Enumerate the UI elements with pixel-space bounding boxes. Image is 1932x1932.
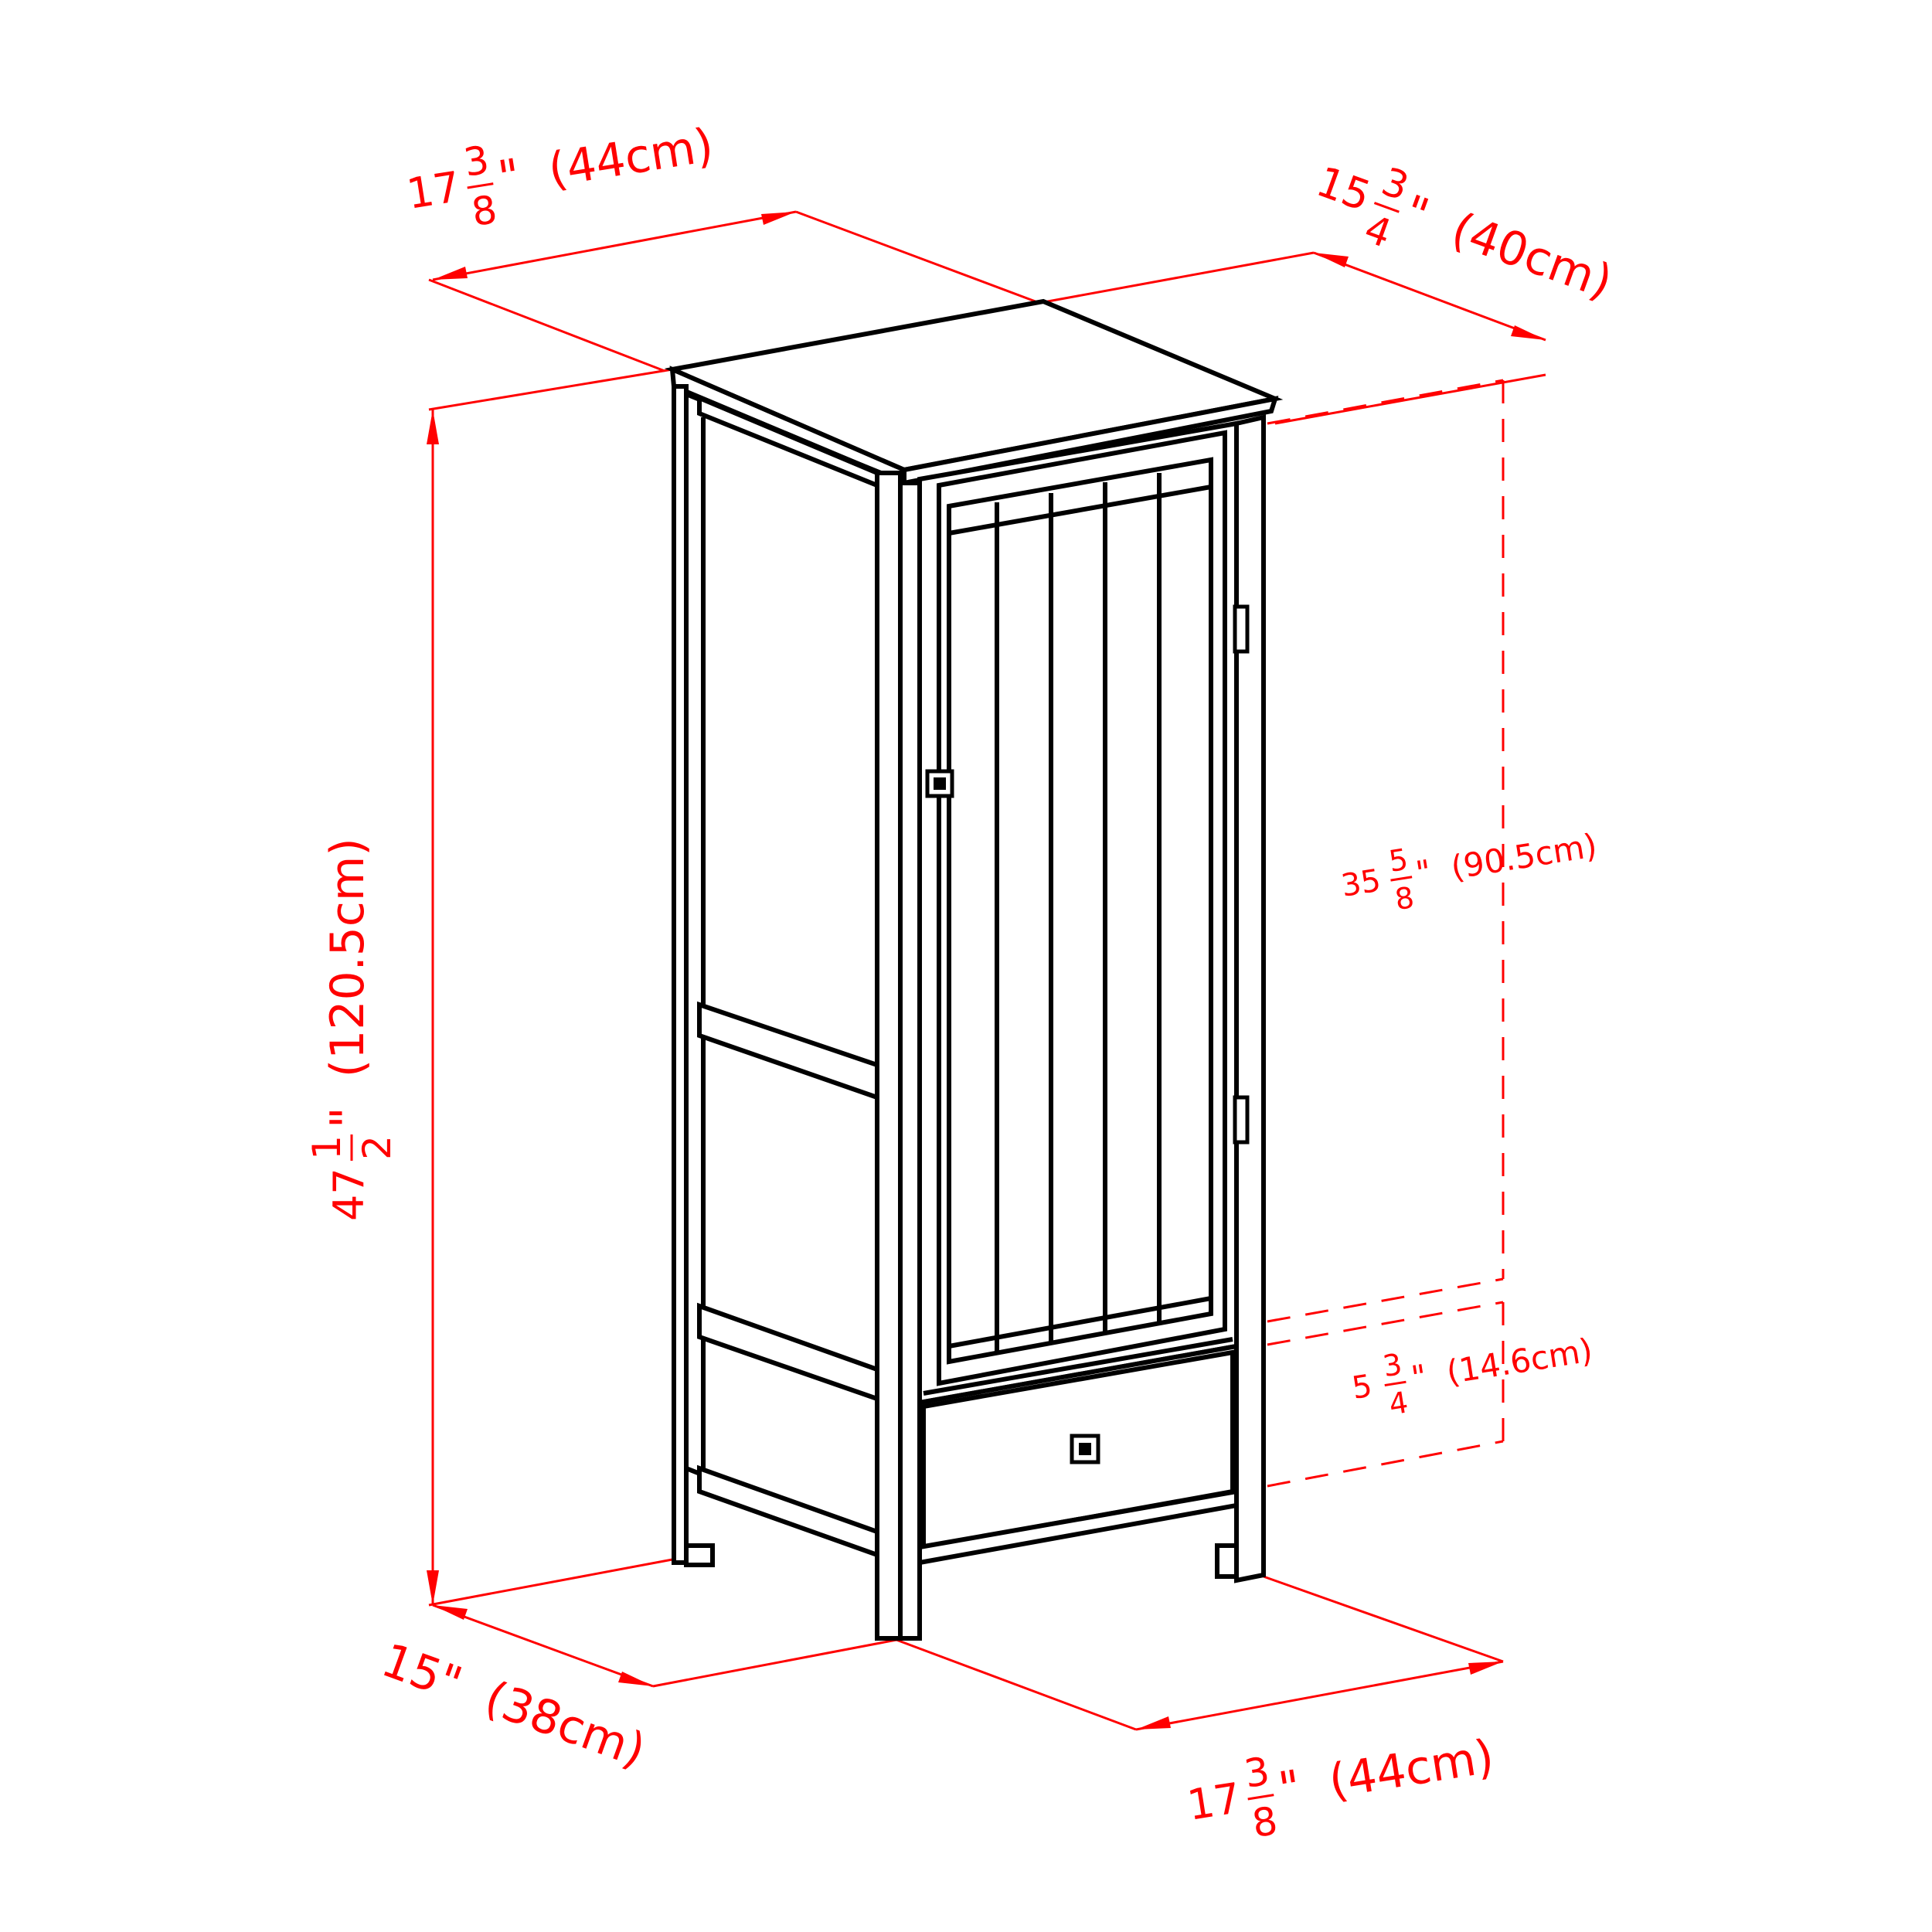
top-width-denominator: 8 (468, 187, 499, 235)
front-left-post (875, 471, 903, 1641)
lower-hinge-icon (1233, 1095, 1250, 1145)
base-depth-dimension-line (432, 1604, 654, 1688)
top-depth-whole: 15 (1311, 157, 1377, 221)
door-panel (947, 457, 1213, 1365)
top-width-whole: 17 (403, 162, 464, 219)
drawer-height-fraction-bar (1384, 1380, 1406, 1387)
top-depth-dimension-line (1313, 251, 1546, 342)
arrowhead (1136, 1716, 1171, 1730)
base-width-denominator: 8 (1249, 1798, 1280, 1846)
top-width-numerator: 3 (461, 138, 492, 185)
height-denominator: 2 (355, 1135, 400, 1160)
drawer-top-dashed-line (1267, 1301, 1504, 1346)
door-top-rail (948, 485, 1212, 536)
front-right-post (1234, 414, 1266, 1583)
bottom-apron (917, 1488, 1239, 1566)
base-width-label: 17 3 8 " (44cm) (1184, 1730, 1498, 1846)
right-back-foot (1215, 1543, 1239, 1579)
base-front-extension-line (896, 1638, 1137, 1731)
upper-hinge-icon (1233, 604, 1250, 654)
door-height-numerator: 5 (1386, 842, 1410, 879)
door-top-dashed-line (1267, 379, 1504, 425)
base-left-extension-line (652, 1638, 897, 1688)
top-width-unit: " (44cm) (495, 118, 717, 206)
top-depth-label: 15 3 4 " (40cm) (1311, 157, 1619, 310)
arrowhead (1468, 1662, 1503, 1675)
base-width-whole: 17 (1184, 1774, 1244, 1830)
arrowhead (1511, 325, 1546, 340)
drawer-height-denominator: 4 (1386, 1385, 1410, 1421)
door-knob-square-knob-icon[interactable] (925, 769, 954, 798)
door-bottom-rail (948, 1296, 1212, 1349)
arrowhead (433, 267, 468, 280)
top-width-label: 17 3 8 " (44cm) (403, 118, 717, 235)
base-depth-text: 15" (38cm) (375, 1633, 652, 1778)
top-depth-unit: " (40cm) (1397, 185, 1619, 310)
top-width-dimension-line (432, 210, 797, 281)
arrowhead (433, 1605, 468, 1620)
height-whole: 47 (325, 1168, 373, 1221)
height-top-extension-line (428, 368, 673, 411)
arrowhead (618, 1672, 653, 1686)
drawer-height-whole: 5 (1349, 1368, 1374, 1406)
drawer-height-unit: " (14.6cm) (1409, 1331, 1595, 1396)
base-width-dimension-line (1135, 1660, 1504, 1731)
drawer-height-label: 5 3 4 " (14.6cm) (1349, 1331, 1595, 1421)
door-height-fraction-bar (1390, 876, 1413, 882)
drawer-height-numerator: 3 (1380, 1347, 1404, 1383)
door-height-unit: " (90.5cm) (1413, 826, 1600, 892)
top-right-extension-line (1274, 373, 1546, 425)
height-unit: " (120.5cm) (321, 838, 375, 1128)
drawer-bottom-dashed-line (1267, 1440, 1504, 1488)
top-depth-fraction-bar (1373, 202, 1400, 213)
base-width-fraction-bar (1247, 1794, 1274, 1801)
top-back-right-extension-line (1039, 251, 1315, 304)
dimension-lines (427, 210, 1546, 1731)
top-back-extension-line (795, 210, 1040, 304)
top-depth-denominator: 4 (1359, 206, 1397, 257)
drawer-top-rail (923, 1337, 1233, 1396)
top-width-fraction-bar (467, 182, 494, 189)
height-numerator: 1 (304, 1135, 349, 1160)
base-depth-label: 15" (38cm) (375, 1633, 652, 1778)
arrowhead (761, 212, 796, 225)
drawer-knob-square-knob-icon[interactable] (1070, 1434, 1100, 1464)
cabinet (664, 298, 1284, 1641)
front-left-post-face (898, 481, 922, 1641)
top-left-extension-line (428, 278, 665, 372)
door-height-denominator: 8 (1393, 880, 1417, 917)
arrowhead (427, 410, 439, 444)
arrowhead (1314, 253, 1349, 267)
base-right-extension-line (1263, 1575, 1504, 1663)
door-bottom-dashed-line (1267, 1277, 1504, 1323)
height-label: 47 1 2 " (120.5cm) (304, 838, 400, 1221)
base-width-unit: " (44cm) (1275, 1730, 1498, 1817)
door-height-label: 35 5 8 " (90.5cm) (1338, 826, 1600, 917)
base-width-numerator: 3 (1241, 1749, 1272, 1797)
arrowhead (427, 1570, 439, 1605)
height-bottom-extension-line (428, 1558, 673, 1607)
door-height-whole: 35 (1338, 862, 1383, 903)
left-back-foot (684, 1543, 715, 1567)
